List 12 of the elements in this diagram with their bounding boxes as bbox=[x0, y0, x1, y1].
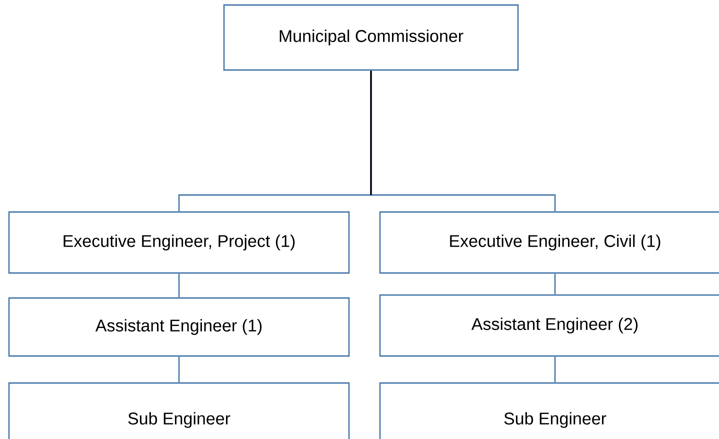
connector-line bbox=[554, 356, 556, 382]
org-box: Sub Engineer bbox=[8, 382, 350, 439]
org-box: Executive Engineer, Project (1) bbox=[8, 211, 350, 274]
org-box: Executive Engineer, Civil (1) bbox=[379, 211, 719, 274]
org-box: Assistant Engineer (1) bbox=[8, 297, 350, 357]
connector-line bbox=[554, 274, 556, 294]
org-box: Assistant Engineer (2) bbox=[379, 294, 719, 357]
connector-trunk bbox=[370, 70, 372, 195]
org-box: Sub Engineer bbox=[379, 382, 719, 439]
org-box: Municipal Commissioner bbox=[223, 4, 519, 71]
connector-line bbox=[178, 274, 180, 298]
connector-line bbox=[178, 356, 180, 382]
